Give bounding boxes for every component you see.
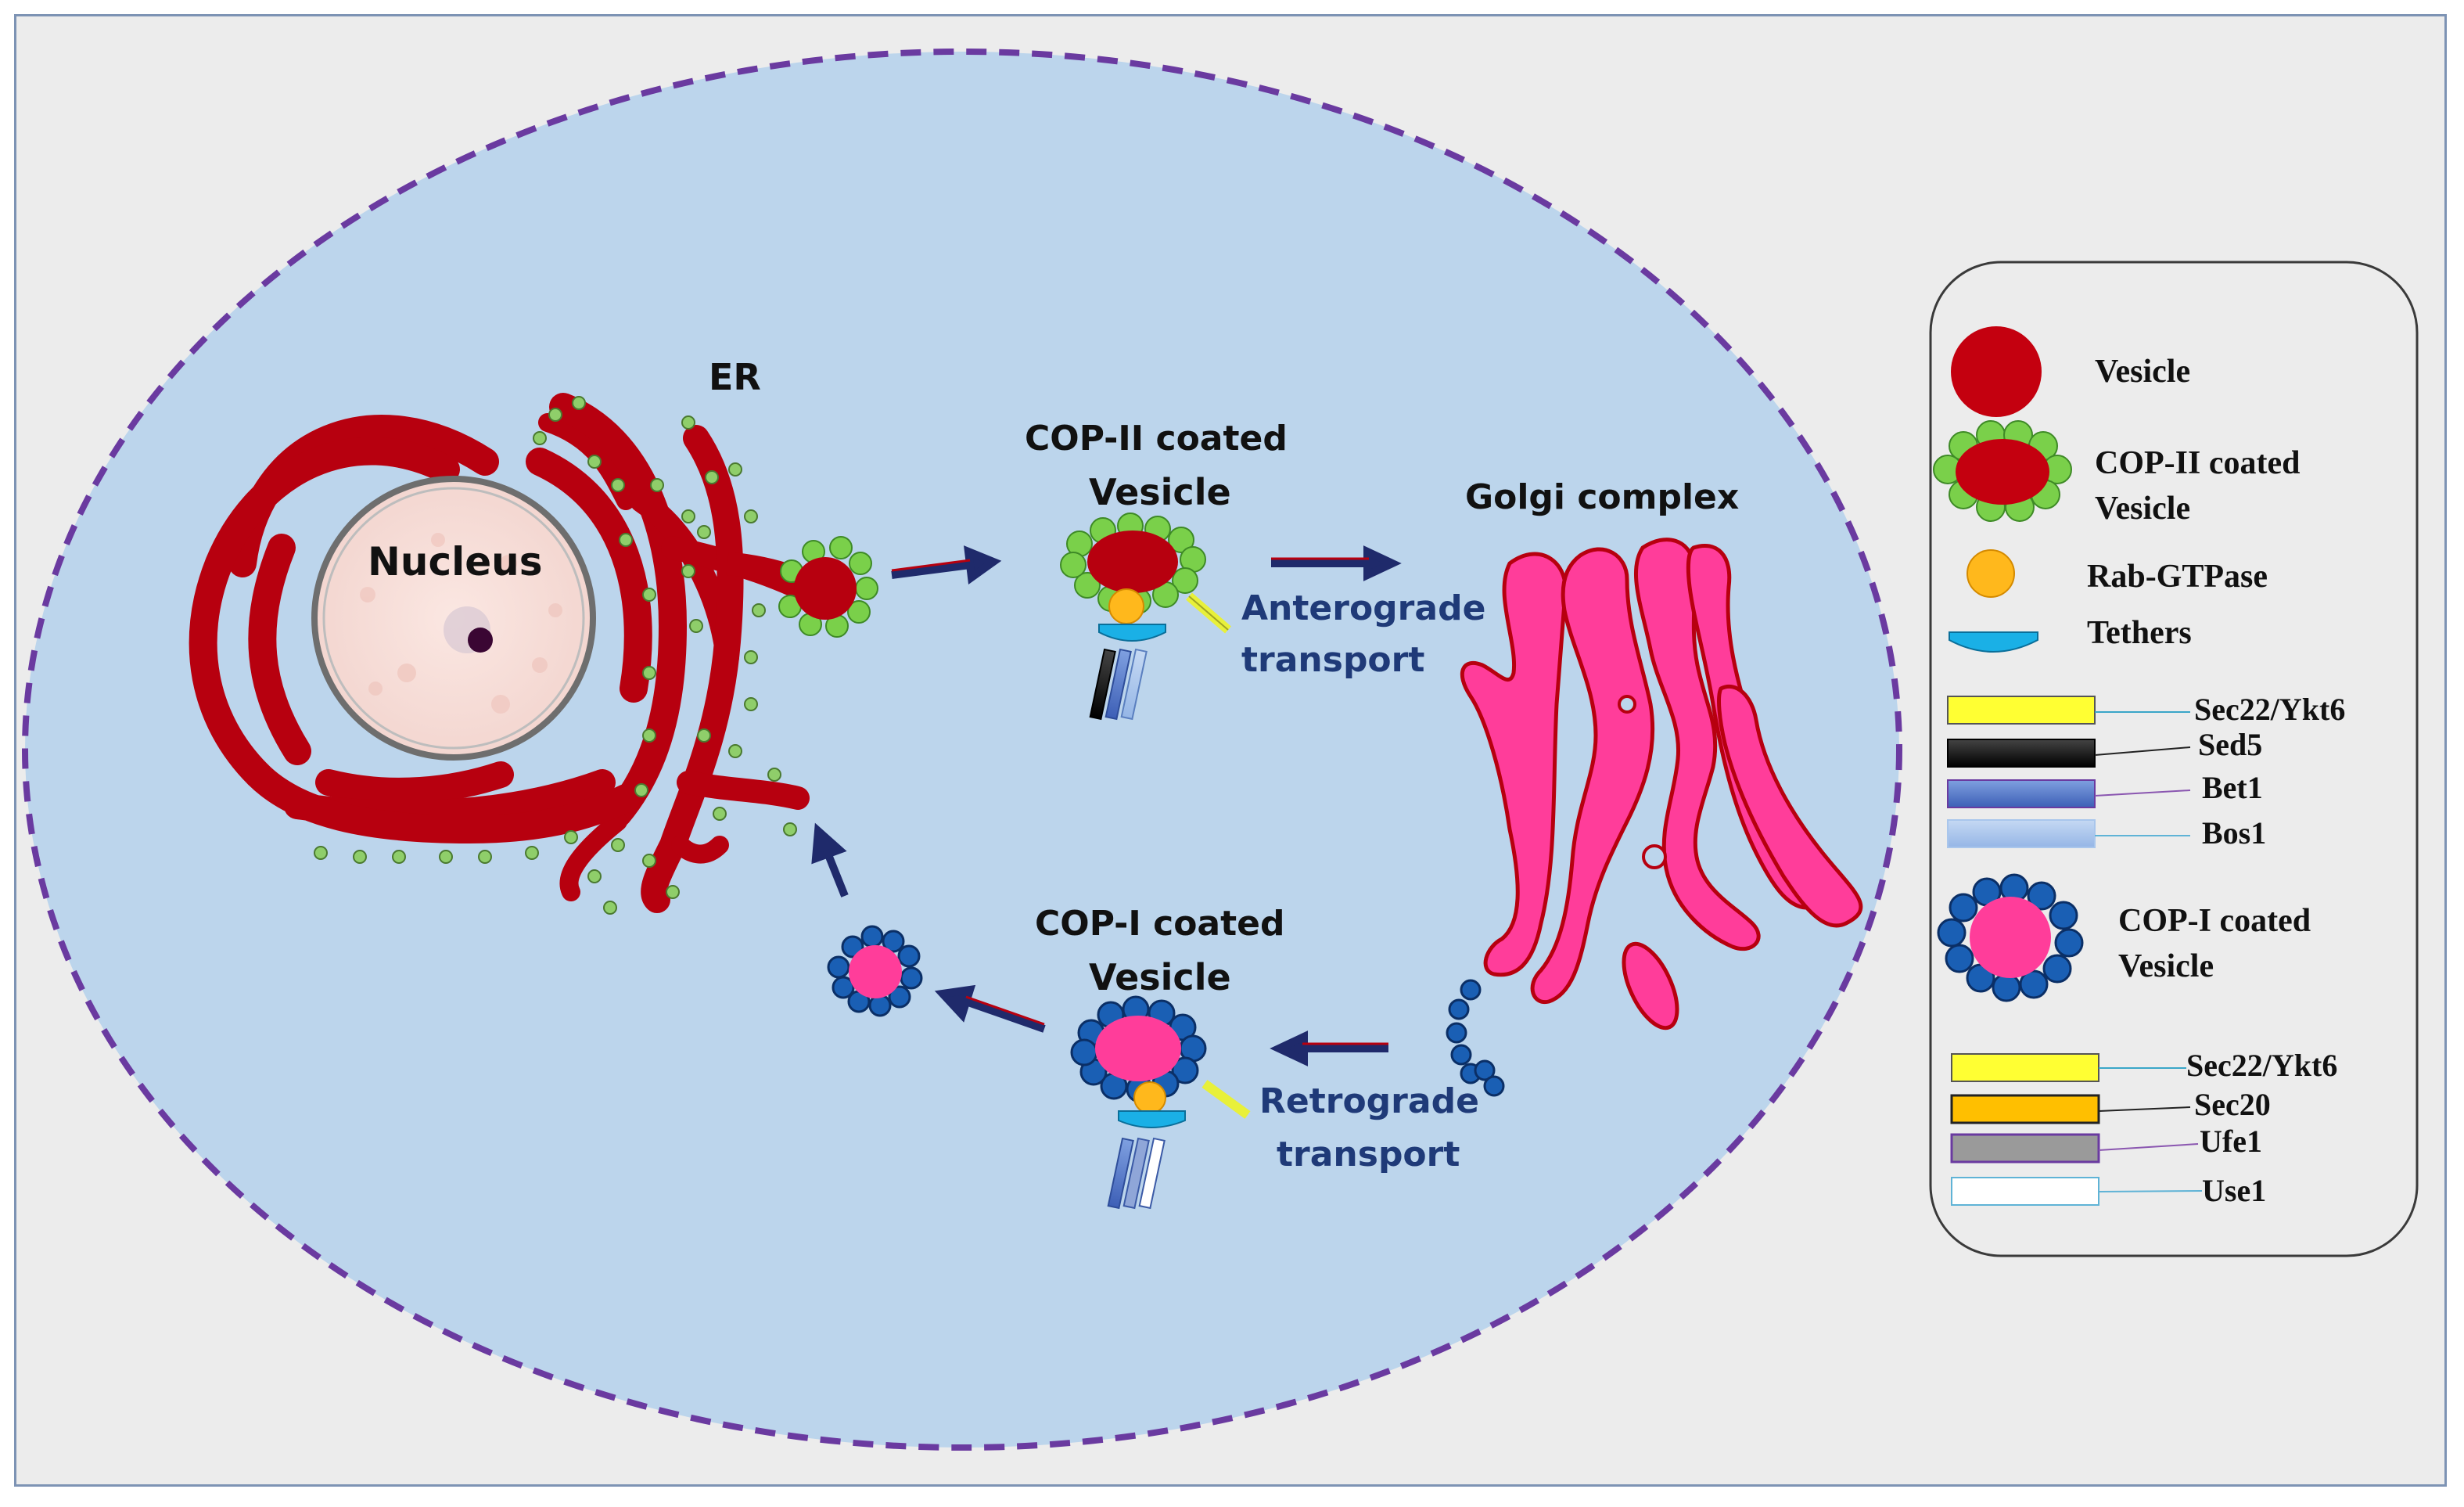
copii-tether [1098,624,1166,642]
legend-tether-label: Tethers [2087,615,2192,651]
copi-snares [1107,1137,1166,1210]
nucleus-label: Nucleus [368,539,543,584]
copii-vesicle-word: Vesicle [1089,471,1231,513]
copi-tether [1118,1110,1186,1128]
legend-copii-label-1: COP-II coated [2095,445,2300,481]
arrow-er-to-copii [891,561,971,579]
legend-vesicle-icon [1951,326,2042,417]
legend-snare-bos1-swatch [1947,819,2096,848]
copii-snares [1089,648,1148,721]
arrow-copi-to-free-head [934,984,976,1023]
legend-copi-label-1: COP-I coated [2118,903,2311,939]
legend-copii-label-2: Vesicle [2095,491,2190,527]
arrow-er-to-copii-head [964,545,1002,584]
legend-snare-sec22-a-label: Sec22/Ykt6 [2194,692,2345,727]
copii-coated-vesicle [1060,513,1206,614]
er-ribosomes [314,396,797,915]
retrograde-label-1: Retrograde [1259,1081,1479,1121]
legend-vesicle-label: Vesicle [2095,354,2190,390]
golgi-budding-copi [1446,979,1505,1097]
legend-tether-icon [1949,631,2038,653]
legend-snare-sec20-swatch [1950,1094,2100,1124]
legend-snare-sec22-a-swatch [1947,696,2096,725]
legend-snare-sec22-r-label: Sec22/Ykt6 [2186,1048,2337,1083]
anterograde-label-1: Anterograde [1241,588,1485,628]
legend-snare-sec20-label: Sec20 [2194,1087,2271,1122]
arrow-free-to-er-head [811,822,847,865]
legend-snare-sed5-label: Sed5 [2198,727,2262,762]
legend-snare-ufe1-label: Ufe1 [2200,1124,2262,1159]
legend-rab-icon [1967,549,2015,598]
golgi-complex [1460,538,1863,1030]
arrow-free-to-er [824,851,849,897]
nucleus [311,476,596,761]
copi-vesicle-word: Vesicle [1089,956,1231,998]
legend-copii-icon [1933,420,2072,522]
copii-title: COP-II coated [1025,419,1288,459]
copi-sec22-pointer [1201,1080,1251,1119]
legend: Vesicle COP-II coated Vesicle Rab-GTPase… [1933,326,2345,1208]
legend-snare-bos1-label: Bos1 [2202,815,2266,851]
golgi-label: Golgi complex [1465,477,1739,517]
retrograde-label-2: transport [1277,1135,1460,1174]
legend-box [1929,261,2419,1257]
legend-snare-sed5-swatch [1947,739,2096,768]
legend-snare-use1-swatch [1951,1177,2099,1206]
copii-rab-gtpase [1108,588,1144,624]
arrow-golgi-to-copi-head [1270,1030,1308,1066]
legend-copi-icon [1937,873,2084,1002]
copi-title: COP-I coated [1035,904,1285,944]
legend-snare-sec22-r-swatch [1951,1053,2099,1082]
er-label: ER [709,356,761,398]
cell-membrane [22,49,1902,1451]
arrows [811,545,1402,1066]
anterograde-label-2: transport [1241,640,1424,680]
arrow-copi-to-free [964,998,1046,1033]
arrow-copii-to-golgi-head [1363,545,1402,581]
budding-copii-vesicle [726,536,878,638]
legend-snare-ufe1-swatch [1950,1133,2100,1164]
copi-rab-gtpase [1133,1081,1166,1114]
legend-snare-use1-label: Use1 [2202,1173,2266,1208]
legend-snare-bet1-swatch [1947,779,2096,808]
free-copi-vesicle [827,925,923,1017]
legend-copi-label-2: Vesicle [2118,948,2214,984]
legend-rab-label: Rab-GTPase [2087,559,2268,595]
legend-snare-bet1-label: Bet1 [2202,770,2263,805]
